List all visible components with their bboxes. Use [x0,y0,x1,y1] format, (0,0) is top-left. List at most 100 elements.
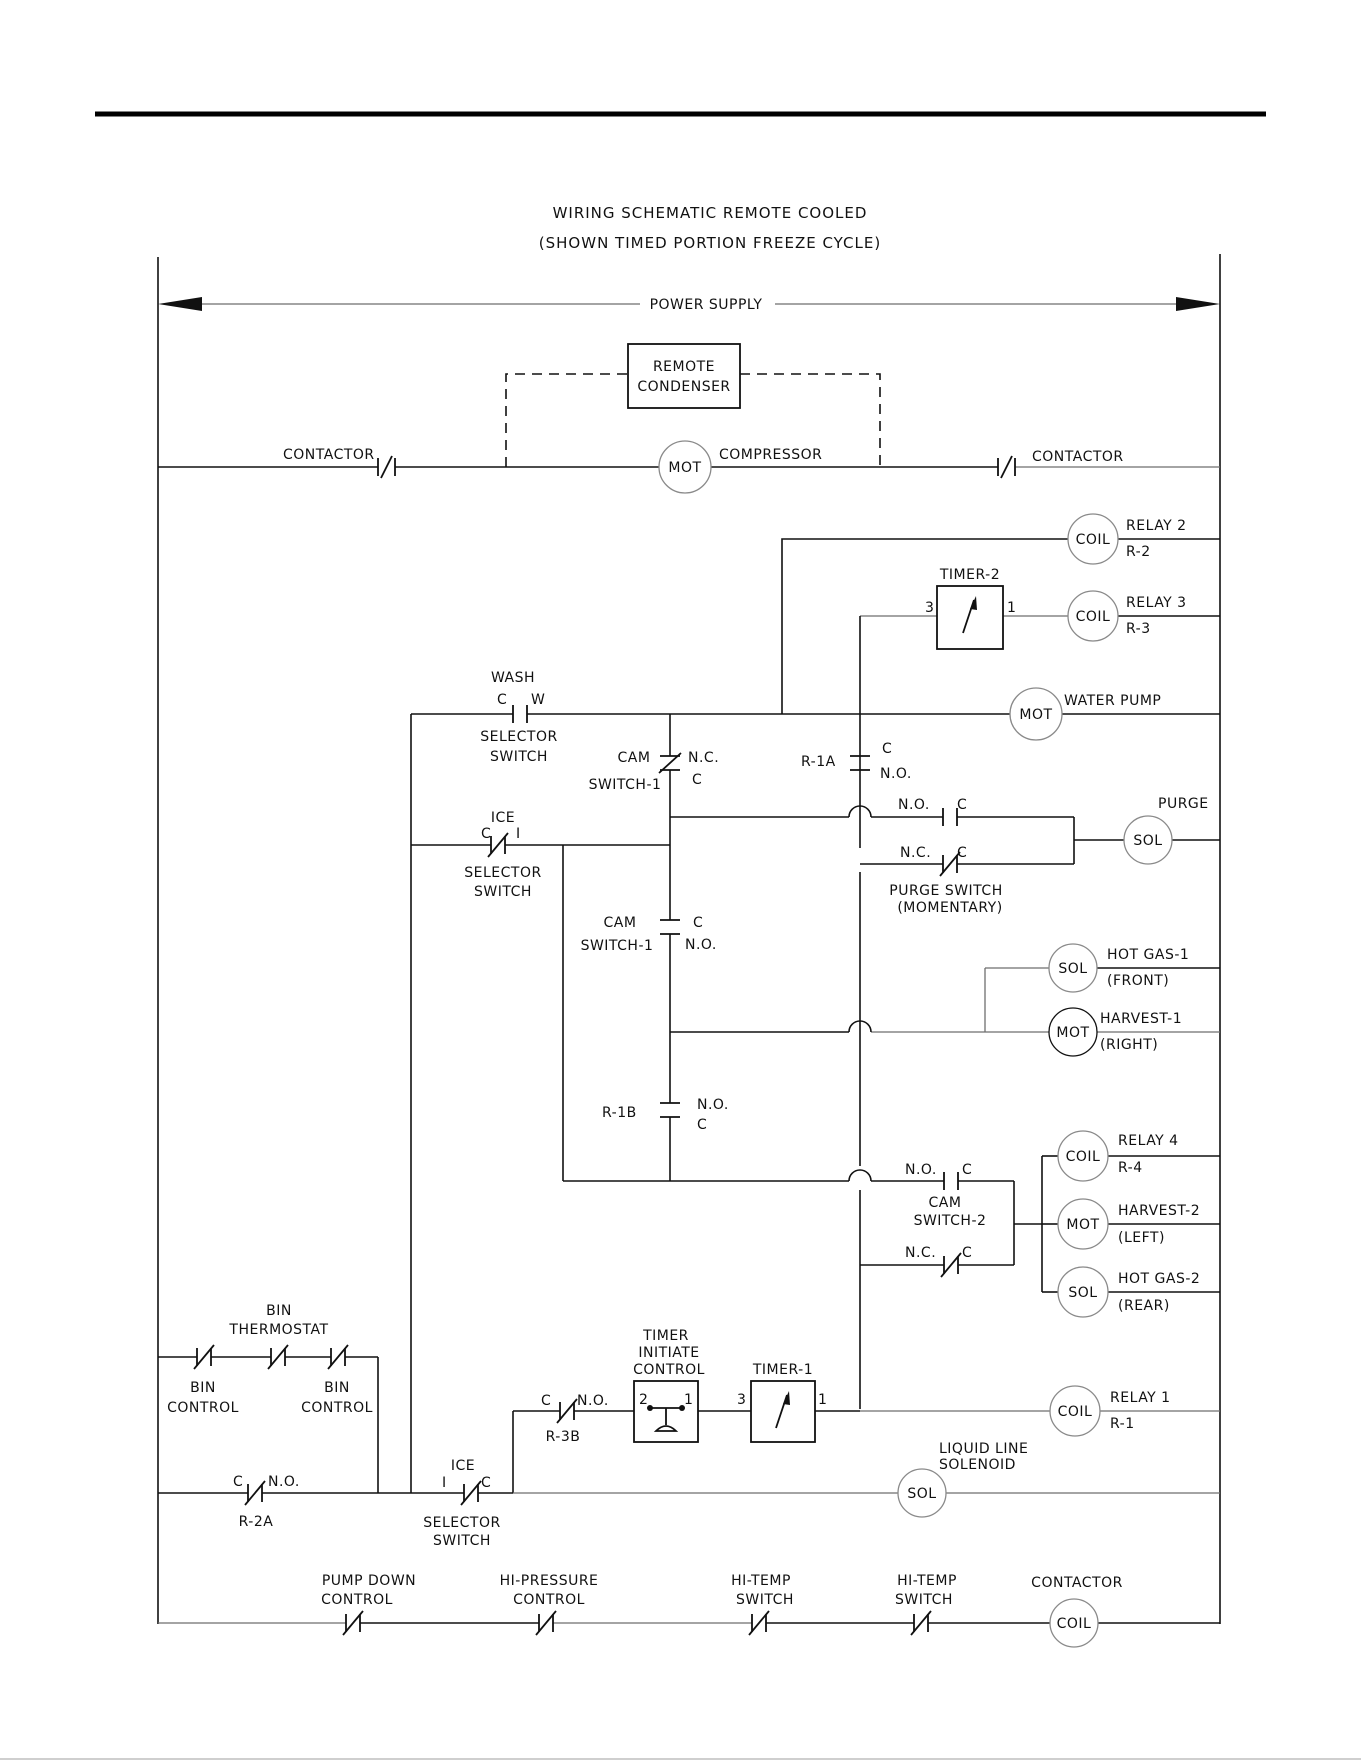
cam-switch1-nc-terminal: N.C. [688,750,719,766]
timer-initiate-terminal-1: 1 [684,1392,693,1408]
harvest2-left: (LEFT) [1118,1230,1165,1246]
harvest1-motor [1048,1007,1098,1057]
hi-pressure-control: CONTROL [513,1592,585,1608]
hi-temp-2-switch: SWITCH [895,1592,953,1608]
contactor-coil-label: CONTACTOR [1031,1575,1123,1591]
harvest2-motor-symbol: MOT [1066,1217,1099,1233]
timer2-box [936,585,1004,650]
bin-thermostat-rung [158,1356,379,1493]
ice-upper-terminal-c: C [481,826,491,842]
cam-switch1-c-terminal-top: C [692,772,702,788]
harvest1-label: HARVEST-1 [1100,1011,1182,1027]
bin-control-contact-left [193,1344,215,1370]
liquid-line-solenoid-label: SOLENOID [939,1457,1016,1473]
hot-gas2-solenoid [1057,1266,1109,1318]
bin-thermostat-label: THERMOSTAT [228,1322,328,1338]
relay2-label: RELAY 2 [1126,518,1187,534]
harvest2-label: HARVEST-2 [1118,1203,1200,1219]
hi-temp-contact-1 [748,1610,770,1636]
relay3-label: RELAY 3 [1126,595,1187,611]
ice-lower-terminal-i: I [442,1475,447,1491]
hot-gas2-rear: (REAR) [1118,1298,1170,1314]
relay1-coil [1049,1385,1101,1437]
ice-selector-upper-rung [411,844,849,1182]
cam-switch1-nc-contact [658,752,682,774]
hi-temp-1-switch: SWITCH [736,1592,794,1608]
pump-down-contact [342,1610,364,1636]
liquid-line-solenoid-symbol: SOL [907,1486,936,1502]
purge-switch-nc-contact [939,851,961,877]
r1a-label: R-1A [801,754,836,770]
cam-switch1-name-bottom: SWITCH-1 [581,938,654,954]
relay2-tag: R-2 [1126,544,1151,560]
timer-initiate-control: CONTROL [633,1362,705,1378]
hi-pressure-contact [535,1610,557,1636]
purge-label: PURGE [1158,796,1209,812]
remote-condenser-line2: CONDENSER [637,379,730,395]
timer2-terminal-3: 3 [925,600,934,616]
r3b-label: R-3B [546,1429,581,1445]
ice-lower-switch-label: SWITCH [433,1533,491,1549]
ice-lower-label: ICE [451,1458,475,1474]
schematic-subtitle: (SHOWN TIMED PORTION FREEZE CYCLE) [539,234,881,252]
purge-switch-no-contact [942,808,958,826]
r1b-no-terminal: N.O. [697,1097,729,1113]
power-supply-label: POWER SUPPLY [650,297,763,313]
r3b-no-terminal: N.O. [577,1393,609,1409]
ice-upper-selector-label: SELECTOR [464,865,541,881]
cam-switch2-nc-contact [940,1252,962,1278]
purge-nc-terminal: N.C. [900,845,931,861]
cam-switch1-label-top: CAM [618,750,651,766]
hi-pressure-label: HI-PRESSURE [500,1573,599,1589]
bin-control-right-bin: BIN [324,1380,350,1396]
purge-switch-label: PURGE SWITCH [889,883,1002,899]
wash-selector-label: SELECTOR [480,729,557,745]
r2a-contact [244,1480,266,1506]
relay3-coil-symbol: COIL [1076,609,1111,625]
harvest1-motor-symbol: MOT [1056,1025,1089,1041]
remote-condenser-line1: REMOTE [653,359,715,375]
remote-condenser [505,343,881,467]
purge-momentary-label: (MOMENTARY) [897,900,1002,916]
r3b-c-terminal: C [541,1393,551,1409]
timer1-terminal-1: 1 [818,1392,827,1408]
r1b-contact [660,1102,680,1118]
ice-selector-lower-contact [460,1480,482,1506]
cam-switch2-rungs [860,1155,1220,1293]
cam-switch1-name-top: SWITCH-1 [589,777,662,793]
r2a-c-terminal: C [233,1474,243,1490]
cam-switch1-column [669,714,1220,1181]
wash-selector-contact [512,705,528,723]
hot-gas1-label: HOT GAS-1 [1107,947,1189,963]
cam-switch2-no-terminal: N.O. [905,1162,937,1178]
relay3-rung [859,615,1220,1409]
r1a-no-terminal: N.O. [880,766,912,782]
hot-gas1-solenoid-symbol: SOL [1058,961,1087,977]
relay4-coil [1057,1130,1109,1182]
bin-thermostat-bin: BIN [266,1303,292,1319]
r1b-label: R-1B [602,1105,637,1121]
r2a-no-terminal: N.O. [268,1474,300,1490]
ice-upper-switch-label: SWITCH [474,884,532,900]
r3b-contact [556,1398,578,1424]
cam-switch1-c-terminal-bottom: C [693,915,703,931]
bin-control-contact-right [327,1344,349,1370]
ice-upper-terminal-i: I [516,826,521,842]
compressor-motor-symbol: MOT [668,460,701,476]
timer-initiate-timer: TIMER [642,1328,689,1344]
bin-control-right-label: CONTROL [301,1400,373,1416]
power-rails [157,254,1221,1624]
timer-initiate-control-box [633,1380,699,1443]
relay1-label: RELAY 1 [1110,1390,1171,1406]
purge-solenoid-symbol: SOL [1133,833,1162,849]
r1b-c-terminal: C [697,1117,707,1133]
relay4-label: RELAY 4 [1118,1133,1179,1149]
bin-control-left-bin: BIN [190,1380,216,1396]
relay2-rung [781,538,1220,714]
hot-gas1-solenoid [1048,943,1098,993]
r1a-contact [850,755,870,771]
cam-switch1-no-terminal: N.O. [685,937,717,953]
timer2-label: TIMER-2 [939,567,1000,583]
cam-switch2-c-terminal-bottom: C [962,1245,972,1261]
r1a-c-terminal: C [882,741,892,757]
